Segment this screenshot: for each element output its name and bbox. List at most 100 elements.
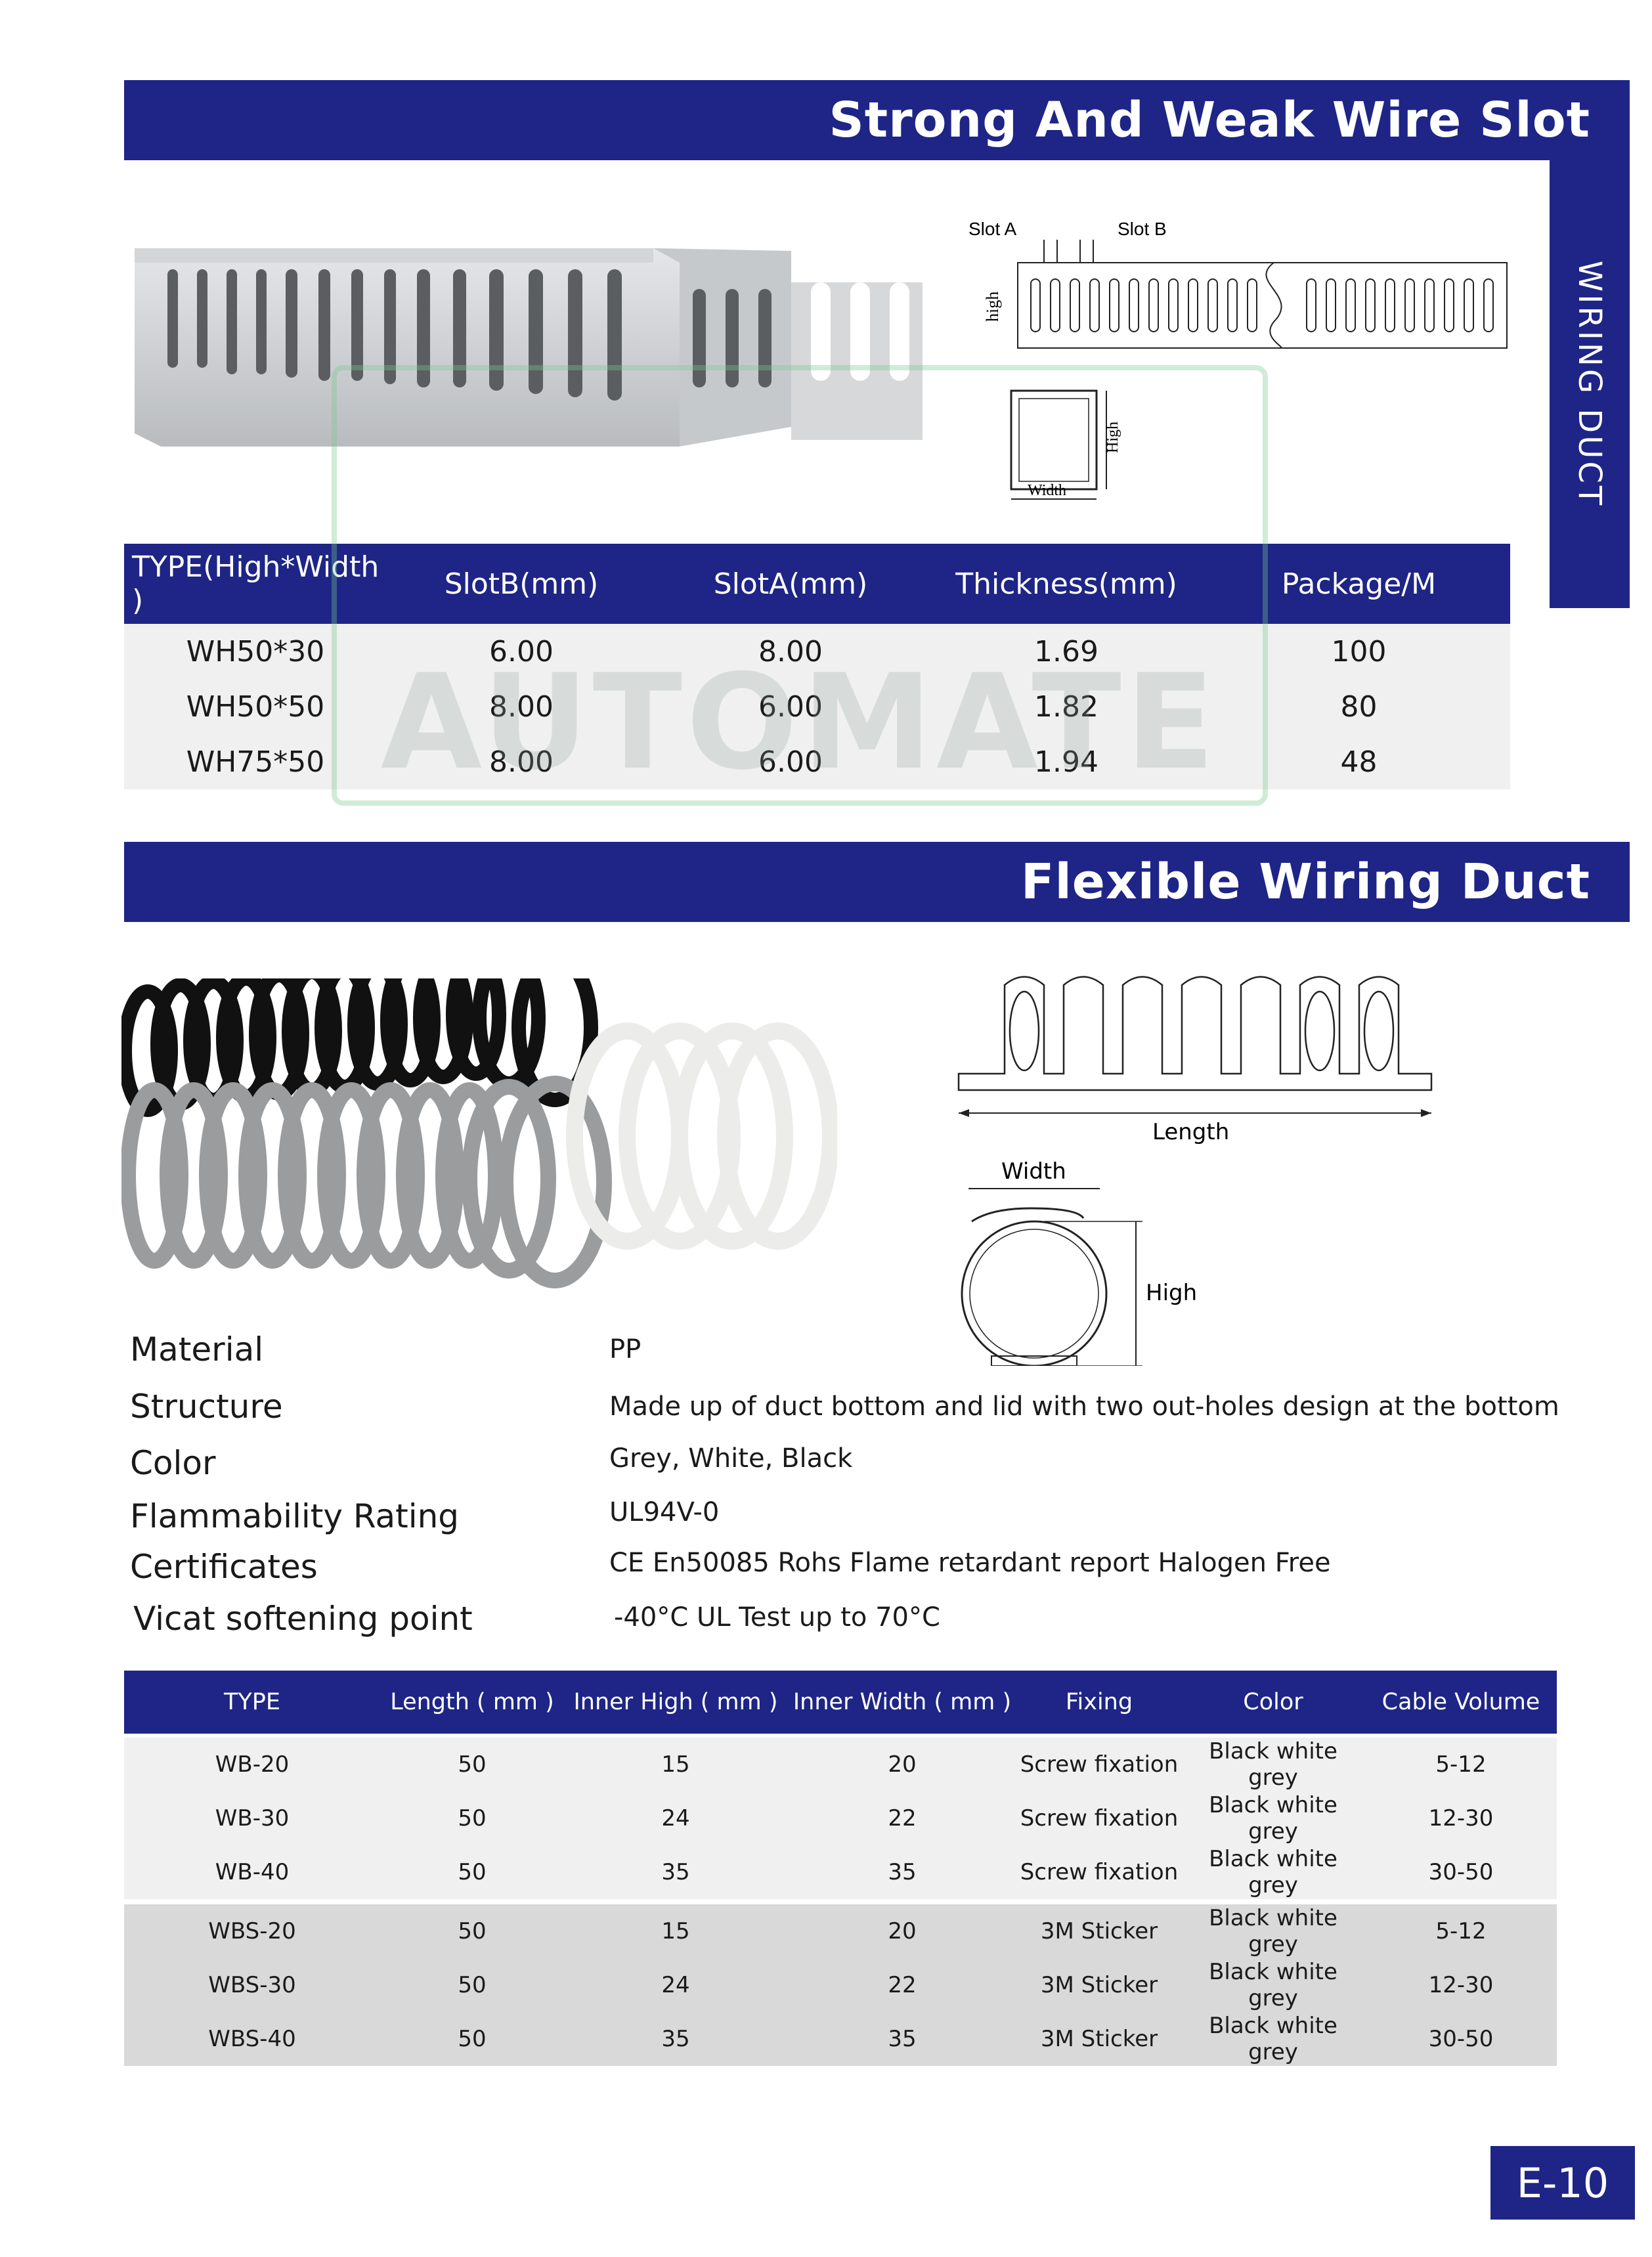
col-type: TYPE	[124, 1671, 380, 1734]
cell: 35	[787, 1845, 1017, 1899]
cell: 1.94	[925, 734, 1207, 789]
slot-a-label: Slot A	[968, 219, 1016, 239]
cell: 50	[380, 1845, 564, 1899]
cell: WBS-20	[124, 1904, 380, 1958]
cell: Black white grey	[1181, 2012, 1365, 2066]
cell: 3M Sticker	[1017, 1904, 1181, 1958]
spec-value: UL94V-0	[609, 1497, 720, 1527]
cell: 15	[564, 1904, 787, 1958]
cell: 35	[564, 2012, 787, 2066]
cell: 3M Sticker	[1017, 2012, 1181, 2066]
spec-label: Vicat softening point	[133, 1600, 473, 1638]
wire-slot-table: TYPE(High*Width ) SlotB(mm) SlotA(mm) Th…	[124, 544, 1510, 789]
spec-label: Material	[130, 1330, 264, 1369]
cell: 30-50	[1365, 1845, 1557, 1899]
col-color: Color	[1181, 1671, 1365, 1734]
spec-value: Grey, White, Black	[609, 1443, 853, 1474]
col-cable-volume: Cable Volume	[1365, 1671, 1557, 1734]
cell: 8.00	[387, 679, 656, 734]
cell: 1.69	[925, 624, 1207, 679]
page-number: E-10	[1490, 2146, 1635, 2220]
cell: Black white grey	[1181, 1738, 1365, 1791]
section1-title: Strong And Weak Wire Slot	[829, 92, 1590, 148]
spec-label: Flammability Rating	[130, 1497, 460, 1535]
cell: Black white grey	[1181, 1904, 1365, 1958]
cell: 80	[1207, 679, 1510, 734]
cell: 30-50	[1365, 2012, 1557, 2066]
table-row: WH75*50 8.00 6.00 1.94 48	[124, 734, 1510, 789]
cell: WB-30	[124, 1791, 380, 1845]
slot-b-label: Slot B	[1118, 219, 1167, 239]
col-inner-high: Inner High ( mm )	[564, 1671, 787, 1734]
col-length: Length ( mm )	[380, 1671, 564, 1734]
section2-header: Flexible Wiring Duct	[124, 842, 1630, 922]
wire-slot-product-image	[135, 248, 923, 447]
cell: 20	[787, 1904, 1017, 1958]
flexible-duct-table: TYPE Length ( mm ) Inner High ( mm ) Inn…	[124, 1671, 1557, 2066]
spec-value: PP	[609, 1334, 641, 1365]
spec-value: Made up of duct bottom and lid with two …	[609, 1391, 1559, 1422]
high-label-2: High	[1146, 1280, 1197, 1306]
side-tab-label: WIRING DUCT	[1571, 260, 1608, 508]
col-type: TYPE(High*Width )	[124, 544, 387, 624]
cell: 50	[380, 1958, 564, 2012]
cell: 12-30	[1365, 1791, 1557, 1845]
section1-header: Strong And Weak Wire Slot	[124, 80, 1630, 160]
cell: Black white grey	[1181, 1791, 1365, 1845]
cell: WBS-30	[124, 1958, 380, 2012]
cell: 1.82	[925, 679, 1207, 734]
spec-label: Structure	[130, 1388, 283, 1426]
table-row: WBS-40 50 35 35 3M Sticker Black white g…	[124, 2012, 1557, 2066]
table-row: WH50*30 6.00 8.00 1.69 100	[124, 624, 1510, 679]
cell: Screw fixation	[1017, 1738, 1181, 1791]
cell: WB-20	[124, 1738, 380, 1791]
col-thickness: Thickness(mm)	[925, 544, 1207, 624]
cell: 12-30	[1365, 1958, 1557, 2012]
col-slota: SlotA(mm)	[656, 544, 925, 624]
table-row: WB-20 50 15 20 Screw fixation Black whit…	[124, 1738, 1557, 1791]
cell: 50	[380, 1738, 564, 1791]
cell: 6.00	[656, 679, 925, 734]
col-package: Package/M	[1207, 544, 1510, 624]
cell: 8.00	[387, 734, 656, 789]
cell: 24	[564, 1791, 787, 1845]
cell: Black white grey	[1181, 1958, 1365, 2012]
table-row: WH50*50 8.00 6.00 1.82 80	[124, 679, 1510, 734]
high-label: High	[1104, 422, 1121, 453]
cell: 20	[787, 1738, 1017, 1791]
cell: WBS-40	[124, 2012, 380, 2066]
table-row: WB-30 50 24 22 Screw fixation Black whit…	[124, 1791, 1557, 1845]
cell: 22	[787, 1958, 1017, 2012]
spec-value: CE En50085 Rohs Flame retardant report H…	[609, 1548, 1331, 1578]
table-header-row: TYPE Length ( mm ) Inner High ( mm ) Inn…	[124, 1671, 1557, 1734]
spec-label: Color	[130, 1444, 216, 1482]
table-header-row: TYPE(High*Width ) SlotB(mm) SlotA(mm) Th…	[124, 544, 1510, 624]
cell: 50	[380, 2012, 564, 2066]
cell: WB-40	[124, 1845, 380, 1899]
flexible-duct-product-image	[121, 978, 837, 1288]
cell: Screw fixation	[1017, 1791, 1181, 1845]
col-fixing: Fixing	[1017, 1671, 1181, 1734]
cell: 35	[564, 1845, 787, 1899]
section2-title: Flexible Wiring Duct	[1020, 854, 1590, 910]
spec-label: Certificates	[130, 1548, 318, 1586]
cell: 24	[564, 1958, 787, 2012]
width-label: Width	[1028, 482, 1066, 499]
col-inner-width: Inner Width ( mm )	[787, 1671, 1017, 1734]
table-row: WBS-30 50 24 22 3M Sticker Black white g…	[124, 1958, 1557, 2012]
cell: WH50*30	[124, 624, 387, 679]
cell: 5-12	[1365, 1738, 1557, 1791]
cell: Screw fixation	[1017, 1845, 1181, 1899]
col-slotb: SlotB(mm)	[387, 544, 656, 624]
length-label: Length	[1152, 1119, 1229, 1145]
table-row: WB-40 50 35 35 Screw fixation Black whit…	[124, 1845, 1557, 1899]
cell: 50	[380, 1791, 564, 1845]
cell: 22	[787, 1791, 1017, 1845]
side-tab: WIRING DUCT	[1550, 160, 1630, 608]
cell: 100	[1207, 624, 1510, 679]
cell: 8.00	[656, 624, 925, 679]
cell: Black white grey	[1181, 1845, 1365, 1899]
cell: 3M Sticker	[1017, 1958, 1181, 2012]
cell: 35	[787, 2012, 1017, 2066]
high-side-label: high	[983, 292, 1002, 322]
